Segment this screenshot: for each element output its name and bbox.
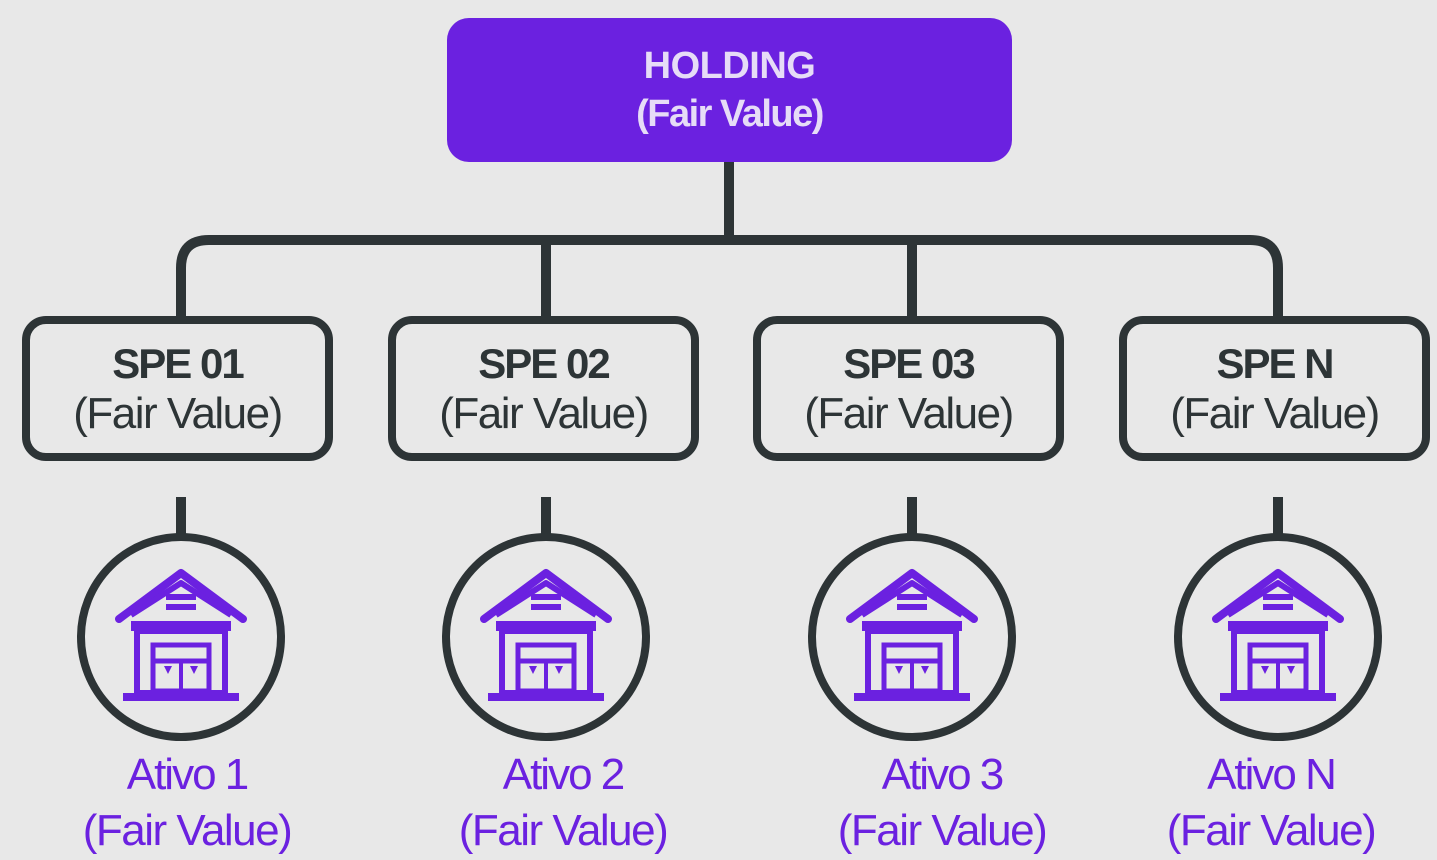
spe-box-3: SPE 03 (Fair Value) [753,316,1064,461]
asset-title: Ativo 2 [502,750,626,799]
spe-title: SPE 03 [843,339,975,387]
warehouse-icon [484,573,608,701]
asset-label-1: Ativo 1 (Fair Value) [22,748,352,860]
spe-box-n: SPE N (Fair Value) [1119,316,1430,461]
asset-label-3: Ativo 3 (Fair Value) [777,748,1107,860]
spe-title: SPE 02 [478,339,610,387]
warehouse-icon [119,573,243,701]
asset-title: Ativo 3 [881,750,1005,799]
spe-subtitle: (Fair Value) [439,388,649,438]
asset-subtitle: (Fair Value) [458,806,669,855]
asset-subtitle: (Fair Value) [837,806,1048,855]
holding-subtitle: (Fair Value) [636,93,824,135]
spe-title: SPE N [1216,339,1334,387]
asset-title: Ativo 1 [126,750,250,799]
asset-circle-n [1174,533,1382,741]
asset-circle-3 [808,533,1016,741]
asset-circle-1 [77,533,285,741]
warehouse-icon [1216,573,1340,701]
spe-subtitle: (Fair Value) [1170,388,1380,438]
warehouse-icon [850,573,974,701]
spe-title: SPE 01 [112,339,244,387]
spe-subtitle: (Fair Value) [73,388,283,438]
asset-title: Ativo N [1207,750,1337,799]
holding-box: HOLDING (Fair Value) [447,18,1012,162]
asset-subtitle: (Fair Value) [82,806,293,855]
holding-title: HOLDING [643,45,816,87]
asset-subtitle: (Fair Value) [1166,806,1377,855]
spe-box-2: SPE 02 (Fair Value) [388,316,699,461]
asset-label-2: Ativo 2 (Fair Value) [398,748,728,860]
spe-subtitle: (Fair Value) [804,388,1014,438]
asset-circle-2 [442,533,650,741]
spe-box-1: SPE 01 (Fair Value) [22,316,333,461]
asset-label-n: Ativo N (Fair Value) [1106,748,1436,860]
branch-line [176,235,1283,316]
